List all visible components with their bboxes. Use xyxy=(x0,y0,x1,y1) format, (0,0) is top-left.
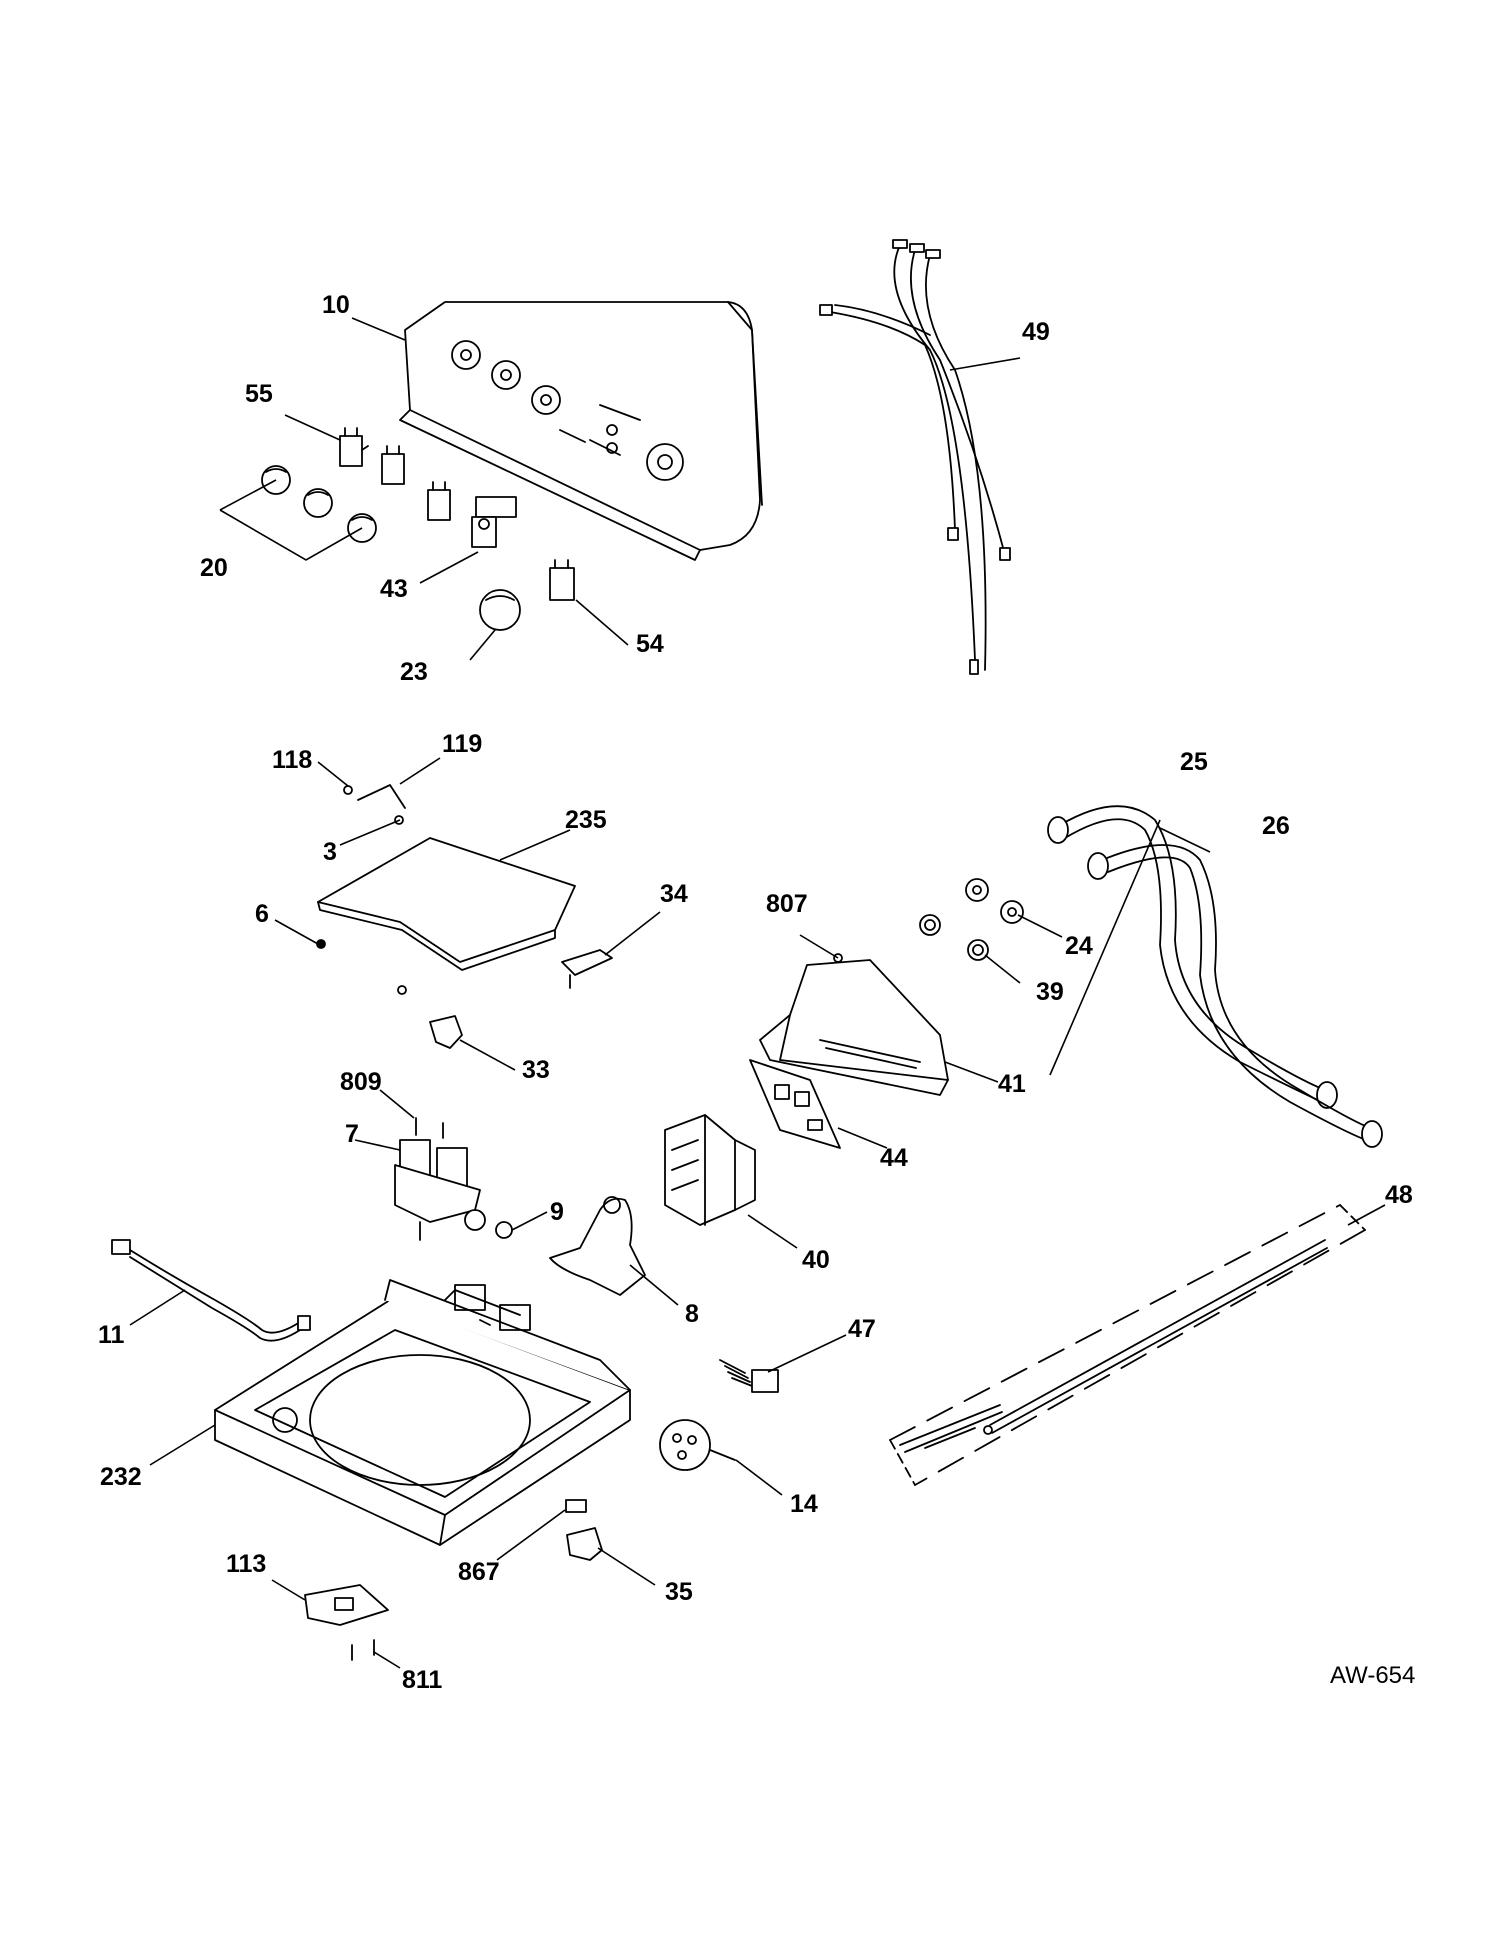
callout-25: 25 xyxy=(1180,748,1208,776)
top-panel-232 xyxy=(214,1279,631,1546)
callout-232: 232 xyxy=(100,1463,142,1491)
switch-43 xyxy=(471,496,517,548)
water-valve-7 xyxy=(394,1139,486,1241)
lid-235 xyxy=(317,837,576,971)
switch-55 xyxy=(339,427,369,467)
callout-811: 811 xyxy=(402,1666,442,1694)
callout-6: 6 xyxy=(255,900,269,928)
callout-118: 118 xyxy=(272,746,312,774)
switch-b xyxy=(381,445,405,485)
switch-54 xyxy=(549,559,575,601)
control-panel-backsplash xyxy=(399,301,763,561)
clamp-9 xyxy=(495,1221,513,1239)
washer-24-b xyxy=(1000,900,1024,924)
callout-39: 39 xyxy=(1036,978,1064,1006)
callout-867: 867 xyxy=(458,1558,500,1586)
callout-44: 44 xyxy=(880,1144,908,1172)
callout-10: 10 xyxy=(322,291,350,319)
knob-23 xyxy=(479,589,521,631)
callout-49: 49 xyxy=(1022,318,1050,346)
rod-kit-48 xyxy=(889,1204,1366,1486)
callout-235: 235 xyxy=(565,806,607,834)
control-board-44 xyxy=(749,1059,841,1149)
screw-118 xyxy=(343,785,353,795)
callout-34: 34 xyxy=(660,880,688,908)
callout-11: 11 xyxy=(98,1321,125,1349)
callout-3: 3 xyxy=(323,838,337,866)
callout-40: 40 xyxy=(802,1246,830,1274)
inlet-hose-25 xyxy=(1047,805,1338,1109)
strike-33 xyxy=(429,1015,463,1049)
callout-24: 24 xyxy=(1065,932,1093,960)
inverter-40 xyxy=(664,1114,756,1226)
leader-lines xyxy=(129,317,1386,1669)
callout-47: 47 xyxy=(848,1315,876,1343)
callout-33: 33 xyxy=(522,1056,550,1084)
bumper-lower xyxy=(397,985,407,995)
callout-7: 7 xyxy=(345,1120,359,1148)
knob-20-b xyxy=(303,488,333,518)
callout-55: 55 xyxy=(245,380,273,408)
board-bracket-41 xyxy=(759,959,949,1096)
diagram-code: AW-654 xyxy=(1330,1662,1415,1689)
power-cord-11 xyxy=(111,1239,311,1342)
callout-809: 809 xyxy=(340,1068,382,1096)
callout-9: 9 xyxy=(550,1198,564,1226)
hinge-119 xyxy=(357,784,406,809)
callout-43: 43 xyxy=(380,575,408,603)
callout-113: 113 xyxy=(226,1550,266,1578)
washer-24-a xyxy=(965,878,989,902)
callout-35: 35 xyxy=(665,1578,693,1606)
callout-807: 807 xyxy=(766,890,808,918)
callout-48: 48 xyxy=(1385,1181,1413,1209)
inlet-hose-26 xyxy=(1087,844,1383,1148)
lid-lock-113 xyxy=(304,1584,389,1626)
callout-14: 14 xyxy=(790,1490,818,1518)
callout-119: 119 xyxy=(442,730,482,758)
switch-c xyxy=(427,481,451,521)
connector-35 xyxy=(566,1527,603,1561)
callout-labels: 10 55 20 43 23 54 49 118 119 3 235 6 34 … xyxy=(98,291,1413,1694)
callout-26: 26 xyxy=(1262,812,1290,840)
wire-harness-49 xyxy=(819,239,1011,675)
lid-switch-34 xyxy=(561,949,613,989)
callout-54: 54 xyxy=(636,630,664,658)
callout-41: 41 xyxy=(998,1070,1026,1098)
hose-8 xyxy=(549,1196,646,1296)
screen-39-b xyxy=(967,939,989,961)
callout-23: 23 xyxy=(400,658,428,686)
connector-867 xyxy=(565,1499,587,1513)
harness-47 xyxy=(719,1359,779,1393)
bumper-6 xyxy=(316,939,326,949)
pressure-switch-14 xyxy=(659,1419,736,1471)
callout-20: 20 xyxy=(200,554,228,582)
screen-39-a xyxy=(919,914,941,936)
callout-8: 8 xyxy=(685,1300,699,1328)
